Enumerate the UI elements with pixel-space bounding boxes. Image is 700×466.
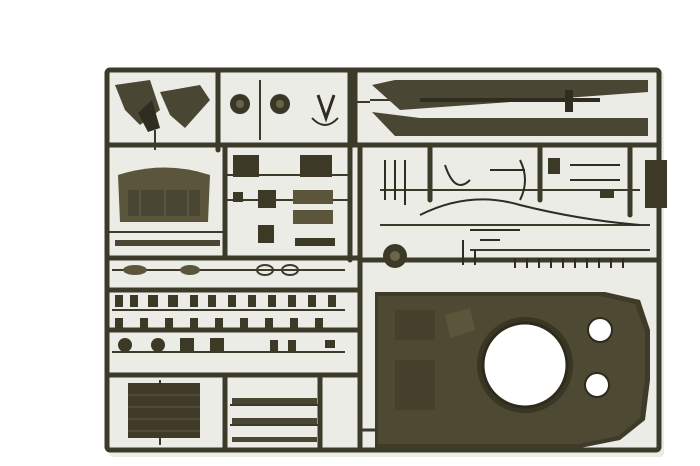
grille-plate — [128, 383, 200, 438]
hull-top-piece — [375, 292, 650, 448]
small-parts-rows — [115, 264, 336, 352]
crate-part — [118, 167, 210, 222]
hull-side-plates — [372, 80, 648, 136]
small-knobs — [383, 158, 667, 268]
middle-boxes — [233, 155, 335, 246]
bottom-bars — [232, 398, 317, 442]
top-mid-parts — [230, 80, 339, 140]
top-left-plates — [115, 80, 210, 132]
right-detail-parts — [384, 159, 641, 241]
sprue-frame — [104, 67, 662, 453]
comb-parts — [462, 240, 624, 268]
bar-part — [115, 240, 220, 246]
